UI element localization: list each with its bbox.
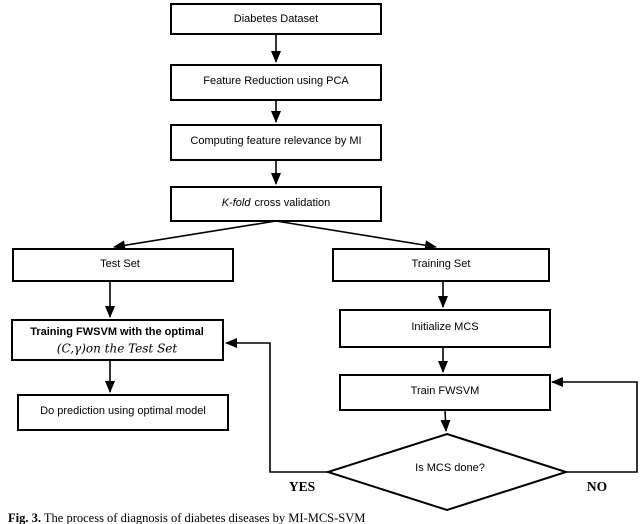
node-training-fwsvm-label-line1: Training FWSVM with the optimal — [30, 326, 204, 338]
node-training-fwsvm-box — [11, 319, 224, 361]
node-training-set: Training Set — [332, 248, 550, 282]
figure-caption: Fig. 3. The process of diagnosis of diab… — [8, 511, 365, 524]
node-kfold-label-italic: K-fold — [222, 197, 252, 209]
node-decision-shape — [324, 432, 570, 512]
decision-yes-label: YES — [289, 479, 315, 494]
node-initialize-mcs: Initialize MCS — [339, 309, 551, 348]
node-test-set-box — [12, 248, 234, 282]
node-do-prediction-label: Do prediction using optimal model — [40, 405, 206, 417]
node-test-set: Test Set — [12, 248, 234, 282]
edge-decision-yes-path — [225, 338, 328, 473]
edge-kfold-to-training-set — [275, 220, 437, 251]
node-train-fwsvm-label: Train FWSVM — [411, 385, 480, 397]
node-do-prediction-box — [17, 394, 229, 431]
node-training-set-box — [332, 248, 550, 282]
node-training-set-label: Training Set — [412, 258, 471, 270]
node-diabetes-dataset-label: Diabetes Dataset — [234, 13, 318, 25]
figure-caption-label: Fig. 3. — [8, 511, 41, 524]
node-computing-mi-label: Computing feature relevance by MI — [190, 135, 361, 147]
edge-kfold-to-test-set — [113, 220, 277, 251]
edge-train-fwsvm-to-decision — [440, 409, 451, 432]
node-training-fwsvm: Training FWSVM with the optimal (C,γ)on … — [11, 319, 224, 361]
decision-no-label: NO — [587, 479, 607, 494]
node-computing-mi-box — [170, 124, 382, 161]
node-training-fwsvm-label-line2: (C,γ)on the Test Set — [57, 342, 178, 356]
node-test-set-label: Test Set — [100, 258, 140, 270]
node-feature-reduction-label: Feature Reduction using PCA — [203, 75, 349, 87]
node-diabetes-dataset-box — [170, 3, 382, 35]
node-train-fwsvm-box — [339, 374, 551, 411]
figure-caption-text: The process of diagnosis of diabetes dis… — [40, 511, 366, 524]
edge-decision-no-loop — [551, 377, 638, 473]
node-do-prediction: Do prediction using optimal model — [17, 394, 229, 431]
node-decision-label: Is MCS done? — [415, 462, 485, 474]
node-initialize-mcs-box — [339, 309, 551, 348]
node-feature-reduction: Feature Reduction using PCA — [170, 64, 382, 101]
node-diabetes-dataset: Diabetes Dataset — [170, 3, 382, 35]
node-decision-is-mcs-done: Is MCS done? — [324, 432, 570, 512]
node-computing-mi: Computing feature relevance by MI — [170, 124, 382, 161]
node-train-fwsvm: Train FWSVM — [339, 374, 551, 411]
node-initialize-mcs-label: Initialize MCS — [411, 321, 478, 333]
node-kfold-box — [170, 186, 382, 222]
node-kfold-label-rest: cross validation — [254, 197, 330, 209]
node-feature-reduction-box — [170, 64, 382, 101]
